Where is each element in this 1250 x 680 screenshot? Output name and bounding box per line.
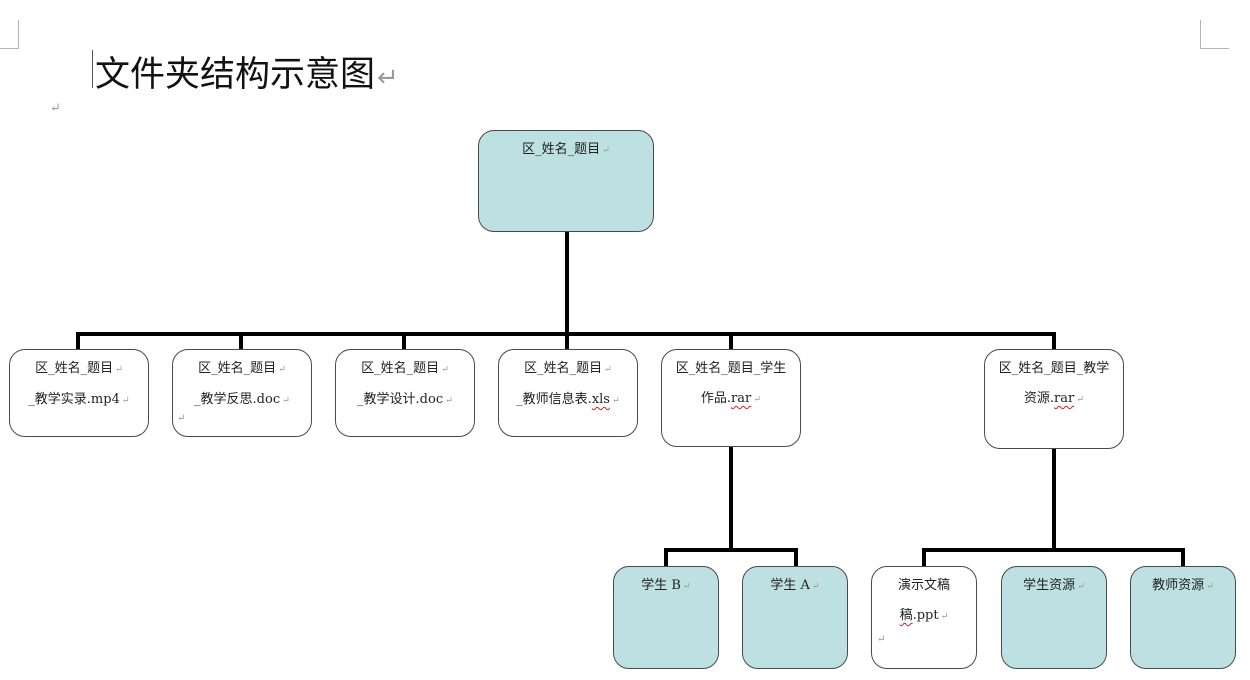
paragraph-mark-icon: ↵ (1206, 581, 1214, 592)
paragraph-mark-icon: ↵ (877, 634, 886, 645)
node-teacher-resources[interactable]: 教师资源↵ (1130, 566, 1236, 669)
node-label: 学生 B (641, 578, 681, 593)
paragraph-mark-icon: ↵ (282, 395, 290, 406)
paragraph-mark-icon: ↵ (602, 145, 610, 156)
text-cursor (92, 50, 93, 88)
node-label: 区_姓名_题目 (198, 361, 277, 376)
node-label: 区_姓名_题目 (35, 361, 114, 376)
paragraph-mark-icon: ↵ (278, 364, 286, 375)
node-label: 资源. (1023, 391, 1055, 406)
paragraph-mark-icon: ↵ (1076, 394, 1085, 405)
node-label: 区_姓名_题目 (522, 142, 601, 157)
paragraph-mark-icon: ↵ (177, 413, 186, 424)
paragraph-mark-icon: ↵ (753, 394, 762, 405)
node-student-b[interactable]: 学生 B↵ (613, 566, 719, 669)
paragraph-mark-icon: ↵ (441, 364, 449, 375)
page-corner-mark-right (1200, 20, 1229, 49)
title-text: 文件夹结构示意图 (95, 55, 376, 95)
node-label-ext: .ppt (912, 608, 939, 623)
paragraph-mark-icon: ↵ (682, 581, 691, 592)
node-label: 区_姓名_题目 (524, 361, 603, 376)
node-label: 演示文稿 (897, 578, 950, 593)
node-label: 学生资源 (1023, 578, 1076, 593)
node-label: 教师资源 (1152, 578, 1205, 593)
node-label-ext: rar (731, 391, 752, 406)
node-label: 区_姓名_题目_教学 (998, 361, 1110, 376)
node-teaching-video[interactable]: 区_姓名_题目↵ _教学实录.mp4↵ (9, 349, 149, 437)
node-label: 稿 (899, 608, 913, 623)
paragraph-mark-icon: ↵ (604, 364, 612, 375)
paragraph-mark-icon: ↵ (611, 395, 620, 406)
node-teacher-info[interactable]: 区_姓名_题目↵ _教师信息表.xls↵ (498, 349, 638, 437)
node-teaching-design[interactable]: 区_姓名_题目↵ _教学设计.doc↵ (335, 349, 475, 437)
paragraph-mark-icon: ↵ (1077, 581, 1085, 592)
node-label: _教学反思.doc (194, 392, 281, 407)
node-label: _教学实录.mp4 (28, 392, 120, 407)
document-title[interactable]: 文件夹结构示意图↵ (95, 46, 399, 97)
node-student-works[interactable]: 区_姓名_题目_学生 作品.rar↵ (661, 349, 801, 447)
paragraph-mark-icon: ↵ (115, 364, 123, 375)
root-node[interactable]: 区_姓名_题目↵ (478, 130, 654, 232)
node-label-ext: rar (1054, 391, 1075, 406)
paragraph-mark-icon: ↵ (377, 63, 399, 93)
paragraph-mark-icon: ↵ (121, 395, 130, 406)
node-label-ext: xls (591, 392, 610, 407)
node-label: 作品. (700, 391, 732, 406)
node-teaching-reflection[interactable]: 区_姓名_题目↵ _教学反思.doc↵ ↵ (172, 349, 312, 437)
paragraph-mark-icon: ↵ (50, 101, 61, 116)
node-label: _教师信息表. (516, 392, 592, 407)
node-label: 区_姓名_题目_学生 (675, 361, 787, 376)
node-student-a[interactable]: 学生 A↵ (742, 566, 848, 669)
node-label: _教学设计.doc (357, 392, 444, 407)
node-student-resources[interactable]: 学生资源↵ (1001, 566, 1107, 669)
page-corner-mark-left (0, 20, 19, 49)
node-label: 区_姓名_题目 (361, 361, 440, 376)
node-teaching-resources[interactable]: 区_姓名_题目_教学 资源.rar↵ (984, 349, 1124, 449)
paragraph-mark-icon: ↵ (445, 395, 453, 406)
paragraph-mark-icon: ↵ (940, 611, 949, 622)
paragraph-mark-icon: ↵ (811, 581, 820, 592)
node-presentation[interactable]: 演示文稿 稿.ppt↵ ↵ (871, 566, 977, 669)
node-label: 学生 A (770, 578, 810, 593)
